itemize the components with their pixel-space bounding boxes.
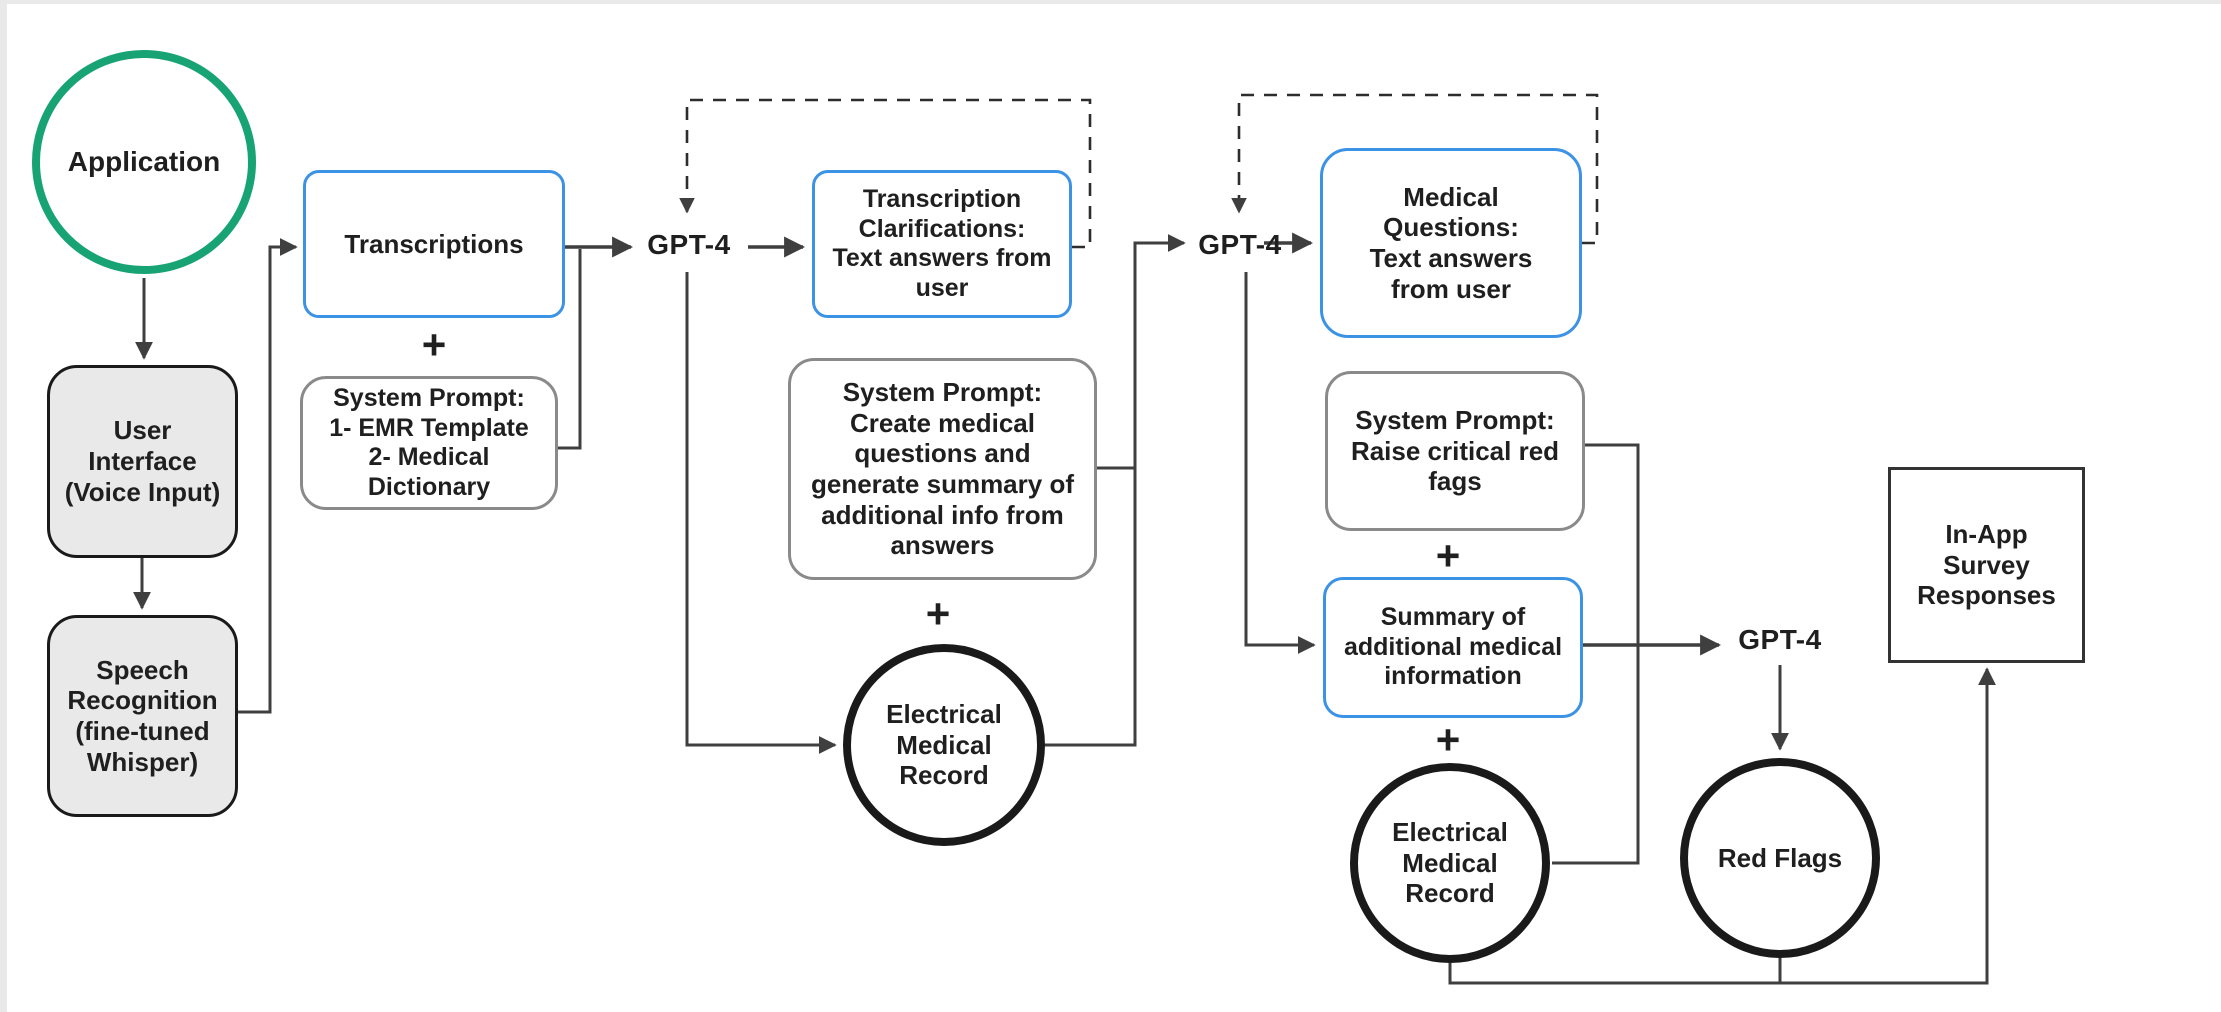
node-emr-2: Electrical Medical Record (1350, 763, 1550, 963)
dashed-loop-clarifications-to-gpt4-1 (679, 98, 1092, 249)
node-emr-2-label: Electrical Medical Record (1392, 816, 1508, 909)
node-emr-1-label: Electrical Medical Record (886, 698, 1002, 791)
window-edge-left (0, 0, 7, 1012)
node-transcriptions-label: Transcriptions (344, 228, 524, 259)
node-gpt4-2-label: GPT-4 (1198, 229, 1282, 261)
node-gpt4-2: GPT-4 (1190, 226, 1290, 264)
node-in-app-survey: In-App Survey Responses (1888, 467, 2085, 663)
node-in-app-survey-label: In-App Survey Responses (1917, 518, 2056, 611)
node-system-prompt-2-label: System Prompt: Create medical questions … (811, 376, 1074, 561)
node-transcription-clarifications: Transcription Clarifications: Text answe… (812, 170, 1072, 318)
arrow-speech-recognition-to-transcriptions (238, 238, 298, 714)
node-transcriptions: Transcriptions (303, 170, 565, 318)
node-application: Application (32, 50, 256, 274)
node-system-prompt-3-label: System Prompt: Raise critical red fags (1350, 404, 1560, 497)
arrow-emr-1-to-gpt4-2 (1045, 234, 1186, 747)
plus-system-prompt-2-emr-1: + (925, 590, 951, 638)
plus-summary-emr-2: + (1435, 716, 1461, 764)
arrow-gpt4-2-to-summary (1244, 272, 1316, 654)
node-summary-additional-label: Summary of additional medical informatio… (1343, 603, 1563, 691)
node-application-label: Application (67, 146, 221, 178)
node-medical-questions-label: Medical Questions: Text answers from use… (1369, 181, 1533, 304)
plus-system-prompt-3-summary: + (1435, 532, 1461, 580)
node-user-interface: User Interface (Voice Input) (47, 365, 238, 558)
node-system-prompt-1-label: System Prompt: 1- EMR Template 2- Medica… (329, 384, 529, 501)
node-red-flags: Red Flags (1680, 758, 1880, 958)
node-gpt4-3-label: GPT-4 (1738, 624, 1822, 656)
node-system-prompt-2: System Prompt: Create medical questions … (788, 358, 1097, 580)
node-gpt4-1-label: GPT-4 (647, 229, 731, 261)
node-transcription-clarifications-label: Transcription Clarifications: Text answe… (832, 185, 1052, 302)
line-system-prompt-1-join (558, 249, 582, 450)
node-speech-recognition: Speech Recognition (fine-tuned Whisper) (47, 615, 238, 817)
node-system-prompt-3: System Prompt: Raise critical red fags (1325, 371, 1585, 531)
node-system-prompt-1: System Prompt: 1- EMR Template 2- Medica… (300, 376, 558, 510)
node-medical-questions: Medical Questions: Text answers from use… (1320, 148, 1582, 338)
node-summary-additional: Summary of additional medical informatio… (1323, 577, 1583, 718)
window-edge-top (0, 0, 2221, 4)
node-gpt4-3: GPT-4 (1730, 621, 1830, 659)
line-emr-2-system-prompt-3-join (1552, 443, 1640, 865)
dashed-loop-medical-questions-to-gpt4-2 (1231, 93, 1599, 245)
node-emr-1: Electrical Medical Record (843, 644, 1045, 846)
node-user-interface-label: User Interface (Voice Input) (64, 415, 221, 507)
arrow-gpt4-1-to-emr-1 (685, 272, 837, 754)
arrow-emr-2-red-flags-to-in-app-survey (1448, 667, 1996, 985)
node-red-flags-label: Red Flags (1717, 842, 1843, 873)
node-speech-recognition-label: Speech Recognition (fine-tuned Whisper) (67, 654, 218, 777)
node-gpt4-1: GPT-4 (639, 226, 739, 264)
plus-transcriptions-system-prompt-1: + (421, 321, 447, 369)
